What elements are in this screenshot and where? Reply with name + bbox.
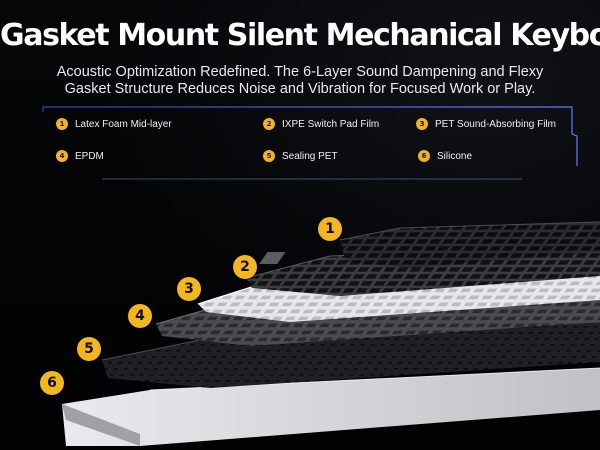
legend-item-6: 6 Silicone <box>418 150 472 162</box>
legend-item-3: 3 PET Sound-Absorbing Film <box>416 118 556 130</box>
legend-item-1: 1 Latex Foam Mid-layer <box>56 118 172 130</box>
legend-label: EPDM <box>75 150 104 162</box>
legend-label: Latex Foam Mid-layer <box>75 118 172 130</box>
layer-1-badge: 1 <box>318 217 342 241</box>
number-1-badge: 1 <box>56 118 68 130</box>
number-5-badge: 5 <box>263 150 275 162</box>
layer-3-badge: 3 <box>177 277 201 301</box>
layer-5-sealing-pet <box>102 322 600 388</box>
layer-6-edge <box>62 404 140 446</box>
layer-1-tab <box>259 252 286 264</box>
layer-5-badge: 5 <box>77 337 101 361</box>
layer-2-badge: 2 <box>233 255 257 279</box>
layer-6-silicone <box>62 368 600 446</box>
legend-label: Sealing PET <box>282 150 338 162</box>
layer-4-badge: 4 <box>128 304 152 328</box>
legend-item-5: 5 Sealing PET <box>263 150 338 162</box>
layer-6-badge: 6 <box>40 371 64 395</box>
page-title: Gasket Mount Silent Mechanical Keyboard <box>0 18 600 53</box>
legend-label: PET Sound-Absorbing Film <box>435 118 556 130</box>
page-subtitle: Acoustic Optimization Redefined. The 6-L… <box>56 64 544 97</box>
layer-1-edge <box>339 221 600 241</box>
legend-label: Silicone <box>437 150 473 162</box>
number-3-badge: 3 <box>416 118 428 130</box>
legend-label: IXPE Switch Pad Film <box>282 118 380 130</box>
legend-item-2: 2 IXPE Switch Pad Film <box>263 118 379 130</box>
number-4-badge: 4 <box>56 150 68 162</box>
legend-item-4: 4 EPDM <box>56 150 104 162</box>
number-2-badge: 2 <box>263 118 275 130</box>
number-6-badge: 6 <box>418 150 430 162</box>
layer-1-latex-foam <box>340 222 600 268</box>
